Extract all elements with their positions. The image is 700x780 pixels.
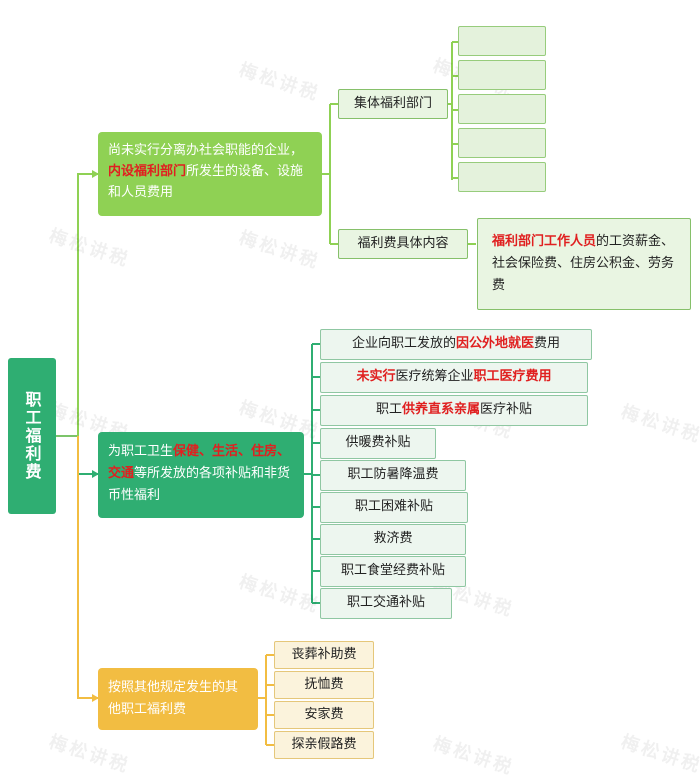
leaf-label: 抚恤费 [304, 677, 344, 692]
leaf-text: 职工 [375, 402, 402, 417]
node-label: 集体福利部门 [353, 96, 432, 111]
empty-box [458, 94, 546, 124]
empty-box [458, 60, 546, 90]
branch2-text-b: 等所发放的各项补贴和非货币性福利 [108, 466, 291, 503]
leaf-funeral-subsidy: 丧葬补助费 [274, 641, 374, 669]
branch3-text: 按照其他规定发生的其他职工福利费 [108, 680, 239, 717]
leaf-label: 供暖费补贴 [345, 435, 411, 450]
branch1-text-b: 所发生的设备、设施和人员费用 [108, 164, 304, 200]
leaf-label: 职工困难补贴 [354, 499, 433, 514]
leaf-label: 职工防暑降温费 [347, 467, 439, 482]
node-collective-welfare-dept: 集体福利部门 [338, 89, 448, 119]
leaf-label: 安家费 [304, 707, 344, 722]
leaf-label: 探亲假路费 [291, 737, 357, 752]
branch1-text-a: 尚未实行分离办社会职能的企业， [108, 143, 304, 158]
empty-box [458, 162, 546, 192]
leaf-text: 医疗统筹企业 [395, 369, 474, 384]
leaf-label: 职工交通补贴 [346, 595, 425, 610]
detail-text: 的工资薪金、社会保险费、住房公积金、劳务费 [492, 234, 675, 293]
leaf-text: 费用 [534, 336, 561, 351]
leaf-off-site-medical: 企业向职工发放的因公外地就医费用 [320, 329, 592, 360]
empty-box [458, 128, 546, 158]
empty-box [458, 26, 546, 56]
leaf-hardship-subsidy: 职工困难补贴 [320, 492, 468, 523]
leaf-text: 医疗补贴 [480, 402, 533, 417]
leaf-pension: 抚恤费 [274, 671, 374, 699]
detail-highlight: 福利部门工作人员 [492, 234, 597, 249]
leaf-highlight: 供养直系亲属 [401, 402, 480, 417]
trunk-lower [77, 436, 98, 699]
leaf-home-leave-travel: 探亲假路费 [274, 731, 374, 759]
leaf-cooling-allowance: 职工防暑降温费 [320, 460, 466, 491]
node-welfare-details: 福利费具体内容 [338, 229, 468, 259]
trunk-upper [77, 173, 98, 436]
leaf-highlight: 因公外地就医 [455, 336, 534, 351]
leaf-dependents-medical: 职工供养直系亲属医疗补贴 [320, 395, 588, 426]
node-welfare-staff-costs: 福利部门工作人员的工资薪金、社会保险费、住房公积金、劳务费 [477, 218, 691, 310]
leaf-heating-subsidy: 供暖费补贴 [320, 428, 436, 459]
node-label: 福利费具体内容 [357, 236, 449, 251]
leaf-relief-fund: 救济费 [320, 524, 466, 555]
branch-subsidies-nonmonetary: 为职工卫生保健、生活、住房、交通等所发放的各项补贴和非货币性福利 [98, 432, 304, 518]
branch1-text-highlight: 内设福利部门 [108, 164, 187, 179]
leaf-settling-allowance: 安家费 [274, 701, 374, 729]
root-node: 职工福利费 [8, 358, 56, 514]
leaf-canteen-subsidy: 职工食堂经费补贴 [320, 556, 466, 587]
branch2-text-a: 为职工卫生 [108, 444, 174, 459]
leaf-label: 丧葬补助费 [291, 647, 357, 662]
leaf-highlight: 职工医疗费用 [473, 369, 552, 384]
branch2-highlight: 保健、生活、住房、交通 [108, 444, 291, 481]
root-label: 职工福利费 [22, 391, 42, 481]
leaf-text: 企业向职工发放的 [351, 336, 456, 351]
leaf-staff-medical-costs: 未实行医疗统筹企业职工医疗费用 [320, 362, 588, 393]
leaf-highlight: 未实行 [356, 369, 396, 384]
branch-other-welfare: 按照其他规定发生的其他职工福利费 [98, 668, 258, 730]
leaf-label: 职工食堂经费补贴 [340, 563, 445, 578]
branch-internal-welfare-dept: 尚未实行分离办社会职能的企业， 内设福利部门所发生的设备、设施和人员费用 [98, 132, 322, 216]
leaf-label: 救济费 [373, 531, 413, 546]
leaf-transport-subsidy: 职工交通补贴 [320, 588, 452, 619]
